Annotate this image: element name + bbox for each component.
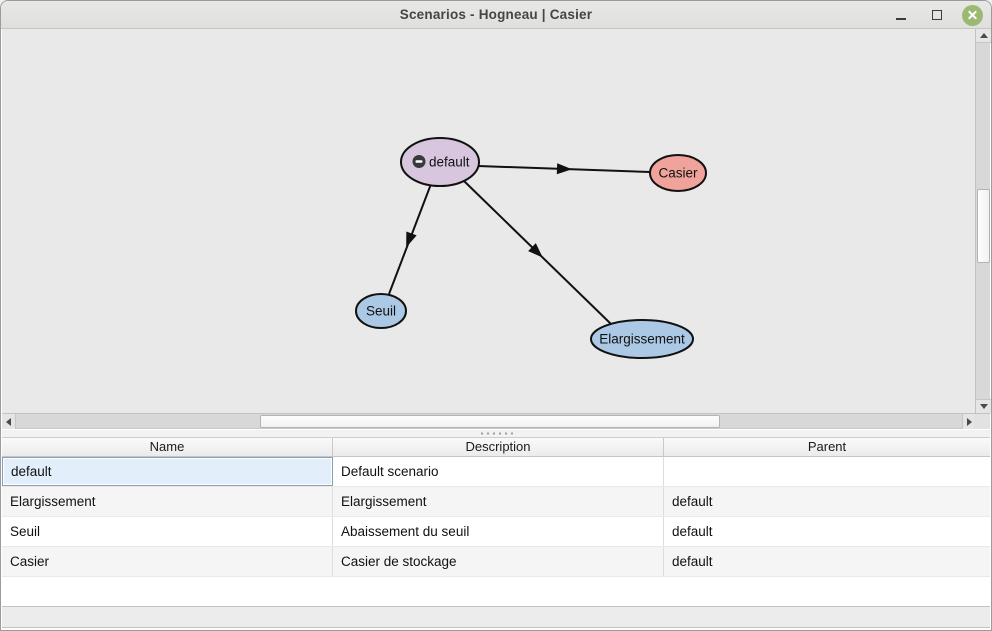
- scrollbar-corner: [974, 413, 990, 429]
- cell-name[interactable]: Elargissement: [2, 487, 333, 516]
- table-row[interactable]: Elargissement Elargissement default: [2, 487, 990, 517]
- current-scenario-icon: [412, 155, 426, 168]
- cell-parent[interactable]: default: [672, 524, 713, 539]
- window-controls: [890, 1, 983, 29]
- vertical-scrollbar[interactable]: [975, 29, 991, 413]
- scenario-table: Name Description Parent default Default …: [2, 437, 990, 606]
- window-title: Scenarios - Hogneau | Casier: [399, 7, 593, 22]
- scroll-up-icon[interactable]: [976, 29, 991, 43]
- graph-node-default[interactable]: default: [400, 137, 480, 187]
- node-label: Elargissement: [599, 332, 685, 347]
- column-header-parent[interactable]: Parent: [807, 439, 847, 454]
- graph-node-casier[interactable]: Casier: [649, 154, 707, 192]
- minimize-icon[interactable]: [890, 4, 912, 26]
- cell-parent[interactable]: default: [672, 554, 713, 569]
- table-header-row: Name Description Parent: [2, 438, 990, 457]
- scroll-down-icon[interactable]: [976, 399, 991, 413]
- scroll-left-icon[interactable]: [2, 414, 16, 429]
- cell-name[interactable]: Casier: [2, 547, 333, 576]
- table-row[interactable]: Casier Casier de stockage default: [2, 547, 990, 577]
- scenario-graph-canvas[interactable]: default Casier Seuil Elargissement: [2, 29, 977, 413]
- graph-node-seuil[interactable]: Seuil: [355, 293, 407, 329]
- vertical-scrollbar-thumb[interactable]: [977, 189, 990, 263]
- cell-parent[interactable]: [664, 457, 990, 486]
- cell-description[interactable]: Abaissement du seuil: [333, 517, 664, 546]
- table-row[interactable]: default Default scenario: [2, 457, 990, 487]
- close-icon[interactable]: [962, 4, 983, 26]
- cell-description[interactable]: Casier de stockage: [333, 547, 664, 576]
- node-label: Casier: [658, 166, 698, 181]
- horizontal-scrollbar[interactable]: [2, 413, 976, 429]
- panel-splitter[interactable]: [2, 430, 990, 437]
- edge-arrowhead-icons: [406, 163, 572, 258]
- cell-description[interactable]: Elargissement: [333, 487, 664, 516]
- column-header-name[interactable]: Name: [2, 438, 333, 456]
- cell-name[interactable]: Seuil: [2, 517, 333, 546]
- status-bar: [2, 606, 990, 628]
- cell-name-selected[interactable]: default: [2, 457, 333, 486]
- maximize-icon[interactable]: [926, 4, 948, 26]
- titlebar[interactable]: Scenarios - Hogneau | Casier: [1, 1, 991, 29]
- node-label: default: [429, 155, 470, 170]
- table-row[interactable]: Seuil Abaissement du seuil default: [2, 517, 990, 547]
- horizontal-scrollbar-thumb[interactable]: [260, 415, 720, 428]
- cell-parent[interactable]: default: [672, 494, 713, 509]
- scroll-right-icon[interactable]: [962, 414, 976, 429]
- splitter-grip-icon: [479, 432, 513, 435]
- graph-edges: [388, 165, 651, 325]
- cell-description[interactable]: Default scenario: [333, 457, 664, 486]
- column-header-description[interactable]: Description: [333, 438, 664, 456]
- graph-node-elargissement[interactable]: Elargissement: [590, 319, 694, 359]
- node-label: Seuil: [366, 304, 396, 319]
